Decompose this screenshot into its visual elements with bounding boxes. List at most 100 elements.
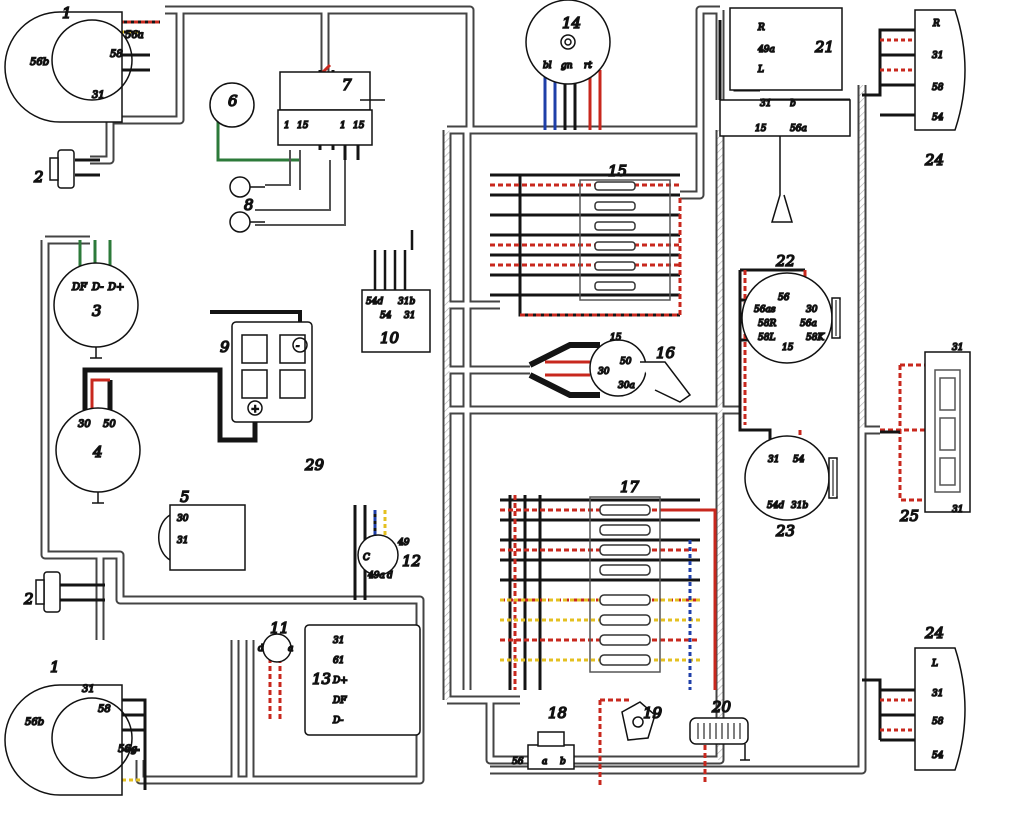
ignition-switch: 16 15 50 30 30a [589,332,692,403]
tail-lamp-bottom-terminal-31: 31 [932,689,943,699]
dimmer-terminal-a: a [542,757,547,767]
tail-lamp-top-terminal-31: 31 [932,51,943,61]
turn-switch-terminal-r: R [757,23,765,33]
light-switch-number: 22 [775,252,795,270]
headlamp-top-terminal-58: 58 [110,49,123,60]
ignition-terminal-50: 50 [620,357,632,367]
brake-switch-terminal-31: 31 [404,311,415,321]
regulator-terminal-d-minus: D- [332,716,343,726]
turn-switch-terminal-15: 15 [755,124,767,134]
relay-7-terminal-15b: 15 [353,121,365,131]
brake-switch-terminal-54d: 54d [366,297,383,307]
headlamp-top-terminal-31: 31 [92,90,105,101]
horn-top-number: 2 [33,168,44,186]
generator-terminal-df: DF [71,282,88,293]
lamp-20-number: 20 [711,698,732,716]
regulator: 13 31 61 D+ DF D- [304,624,421,736]
tail-lamp-top-terminal-54: 54 [932,113,944,123]
generator: DF D- D+ 3 [53,262,139,359]
tail-lamp-top-terminal-58: 58 [932,83,944,93]
lamps-8: 8 [229,176,265,233]
flasher-relay-terminal-d: d [387,571,393,581]
starter-number: 4 [92,443,103,461]
headlamp-top-left: 1 56b 56a 58 31 [4,3,144,123]
battery-number: 9 [220,338,230,356]
light-switch-terminal-58l: 58L [758,333,775,343]
coil-terminal-d: d [258,644,264,654]
wiper-switch-number: 23 [775,522,795,540]
brake-switch: 54d 31b 54 31 10 [361,230,431,353]
ignition-terminal-15: 15 [610,333,622,343]
motor-6-number: 6 [228,92,238,110]
horn-top: 2 [32,149,75,189]
tail-lamp-bottom-number: 24 [924,624,944,642]
battery-terminal-minus: - [296,341,300,352]
relay-7-terminal-1a: 1 [284,121,290,131]
turn-switch-terminal-56a: 56a [790,124,807,134]
relay-7-number: 7 [342,76,352,94]
tail-lamp-bottom: 24 L 31 58 54 [914,623,966,771]
light-switch-terminal-30: 30 [806,305,818,315]
turn-signal-switch: 21 R 49a L 31 b 15 56a [719,7,851,223]
turn-switch-number: 21 [814,38,834,56]
regulator-terminal-61: 61 [333,656,344,666]
headlamp-top-terminal-56a: 56a [125,30,144,41]
tail-lamp-top-terminal-r: R [932,19,940,29]
turn-switch-terminal-l: L [757,65,764,75]
dimmer-terminal-56: 56 [512,757,524,767]
tail-lamp-top: 24 R 31 58 54 [914,9,966,170]
sender-19: 19 [621,701,663,741]
regulator-terminal-d-plus: D+ [332,676,348,686]
headlamp-bottom-terminal-56g: 56g [118,744,137,755]
headlamp-top-terminal-56b: 56b [30,57,49,68]
color-wires [60,18,950,790]
ignition-switch-number: 16 [656,344,676,362]
fuse-box-top-number: 15 [608,162,627,180]
brake-switch-number: 10 [380,329,400,347]
generator-number: 3 [92,302,102,320]
fuse-box-top: 15 [579,161,671,301]
brake-switch-terminal-31b: 31b [398,297,415,307]
wiper-motor: 25 31 31 [898,342,971,526]
flasher-relay-terminal-49a: 49a [367,571,385,581]
harness-29-number: 29 [304,456,325,474]
flasher-relay-terminal-c: C [363,553,370,563]
regulator-terminal-df: DF [332,696,347,706]
starter: 30 50 4 [55,407,141,504]
relay-7-terminal-1b: 1 [340,121,346,131]
light-switch-terminal-56as: 56as [754,305,776,315]
headlamp-top-left-number: 1 [62,4,72,22]
light-switch-terminal-15: 15 [782,343,794,353]
instrument-terminal-rt: rt [584,61,592,71]
flasher-relay-number: 12 [402,552,421,570]
wiper-switch-terminal-54: 54 [793,455,805,465]
regulator-number: 13 [312,670,331,688]
light-switch-terminal-58k: 58K [806,333,825,343]
brake-switch-terminal-54: 54 [380,311,392,321]
ignition-terminal-30a: 30a [618,381,635,391]
light-switch: 22 56 30 56as 58R 56a 58L 58K 15 [741,251,841,364]
wiper-switch: 23 31 54 54d 31b [744,435,838,541]
tail-lamp-top-number: 24 [924,151,944,169]
turn-switch-terminal-b: b [790,99,796,109]
tail-lamp-bottom-terminal-54: 54 [932,751,944,761]
horn-bottom-number: 2 [23,590,34,608]
headlamp-bottom-left-number: 1 [50,658,60,676]
headlamp-bottom-terminal-31: 31 [82,684,95,695]
headlamp-bottom-left: 1 56b 31 58 56g [4,657,138,796]
generator-terminal-d-plus: D+ [107,282,124,293]
flasher-relay-terminal-49: 49 [397,538,410,548]
motor-6: 6 [209,82,255,128]
light-switch-terminal-56a: 56a [800,319,817,329]
instrument-number: 14 [562,14,581,32]
starter-terminal-30: 30 [78,419,91,430]
coil-number: 11 [270,619,289,637]
horn-bottom: 2 [22,571,61,613]
lamps-8-number: 8 [244,196,254,214]
instrument-terminal-gn: gn [561,61,573,71]
dimmer-terminal-b: b [560,757,566,767]
fuse-box-number: 17 [620,478,640,496]
turn-switch-terminal-49a: 49a [757,45,775,55]
turn-switch-terminal-31: 31 [760,99,771,109]
dimmer-switch: 18 56 a b [511,703,575,770]
